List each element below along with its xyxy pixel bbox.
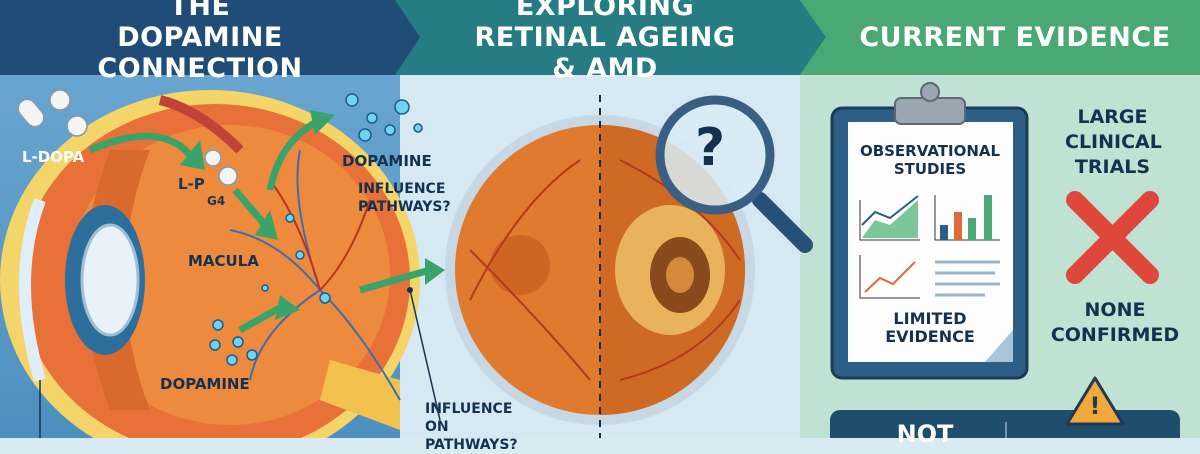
label-l-dopa: L-DOPA	[22, 148, 85, 166]
area-chart-icon	[859, 195, 920, 241]
illustration	[0, 0, 1200, 438]
label-large-clinical-trials: LARGE CLINICAL TRIALS	[1065, 106, 1162, 178]
header-retinal-ageing: EXPLORING RETINAL AGEING & AMD	[474, 0, 736, 84]
middle-header-banner	[380, 0, 826, 75]
text-lines	[935, 260, 1000, 297]
label-influence-pathways: INFLUENCE PATHWAYS?	[358, 181, 451, 215]
label-not: NOT	[896, 420, 954, 448]
question-mark: ?	[695, 118, 726, 178]
cross-icon	[1066, 191, 1159, 284]
label-dopamine-top: DOPAMINE	[342, 152, 432, 170]
label-observational-studies: OBSERVATIONAL STUDIES	[859, 142, 1001, 178]
warning-icon	[1065, 376, 1125, 426]
header-current-evidence: CURRENT EVIDENCE	[859, 22, 1171, 53]
header-dopamine-connection: THE DOPAMINE CONNECTION	[97, 0, 303, 84]
label-l-p: L-P	[178, 175, 205, 193]
bar-chart-icon	[934, 195, 1000, 241]
label-influence-on-pathways: INFLUENCE ON PATHWAYS?	[425, 401, 518, 453]
warning-exclamation: !	[1089, 392, 1101, 420]
label-macula: MACULA	[188, 252, 259, 270]
line-chart-icon	[859, 255, 920, 299]
label-g4: G4	[207, 194, 226, 208]
left-header-banner	[0, 0, 420, 75]
clipboard	[830, 82, 1029, 380]
arrow-heads	[180, 110, 445, 320]
label-none-confirmed: NONE CONFIRMED	[1050, 299, 1180, 346]
dopamine-particles	[209, 93, 423, 366]
label-limited-evidence: LIMITED EVIDENCE	[885, 309, 975, 346]
right-header-banner	[800, 0, 1200, 75]
label-dopamine-bottom: DOPAMINE	[160, 375, 250, 393]
eye-cross-section	[0, 90, 420, 438]
pills	[17, 89, 238, 186]
magnifying-glass-icon	[655, 95, 813, 253]
